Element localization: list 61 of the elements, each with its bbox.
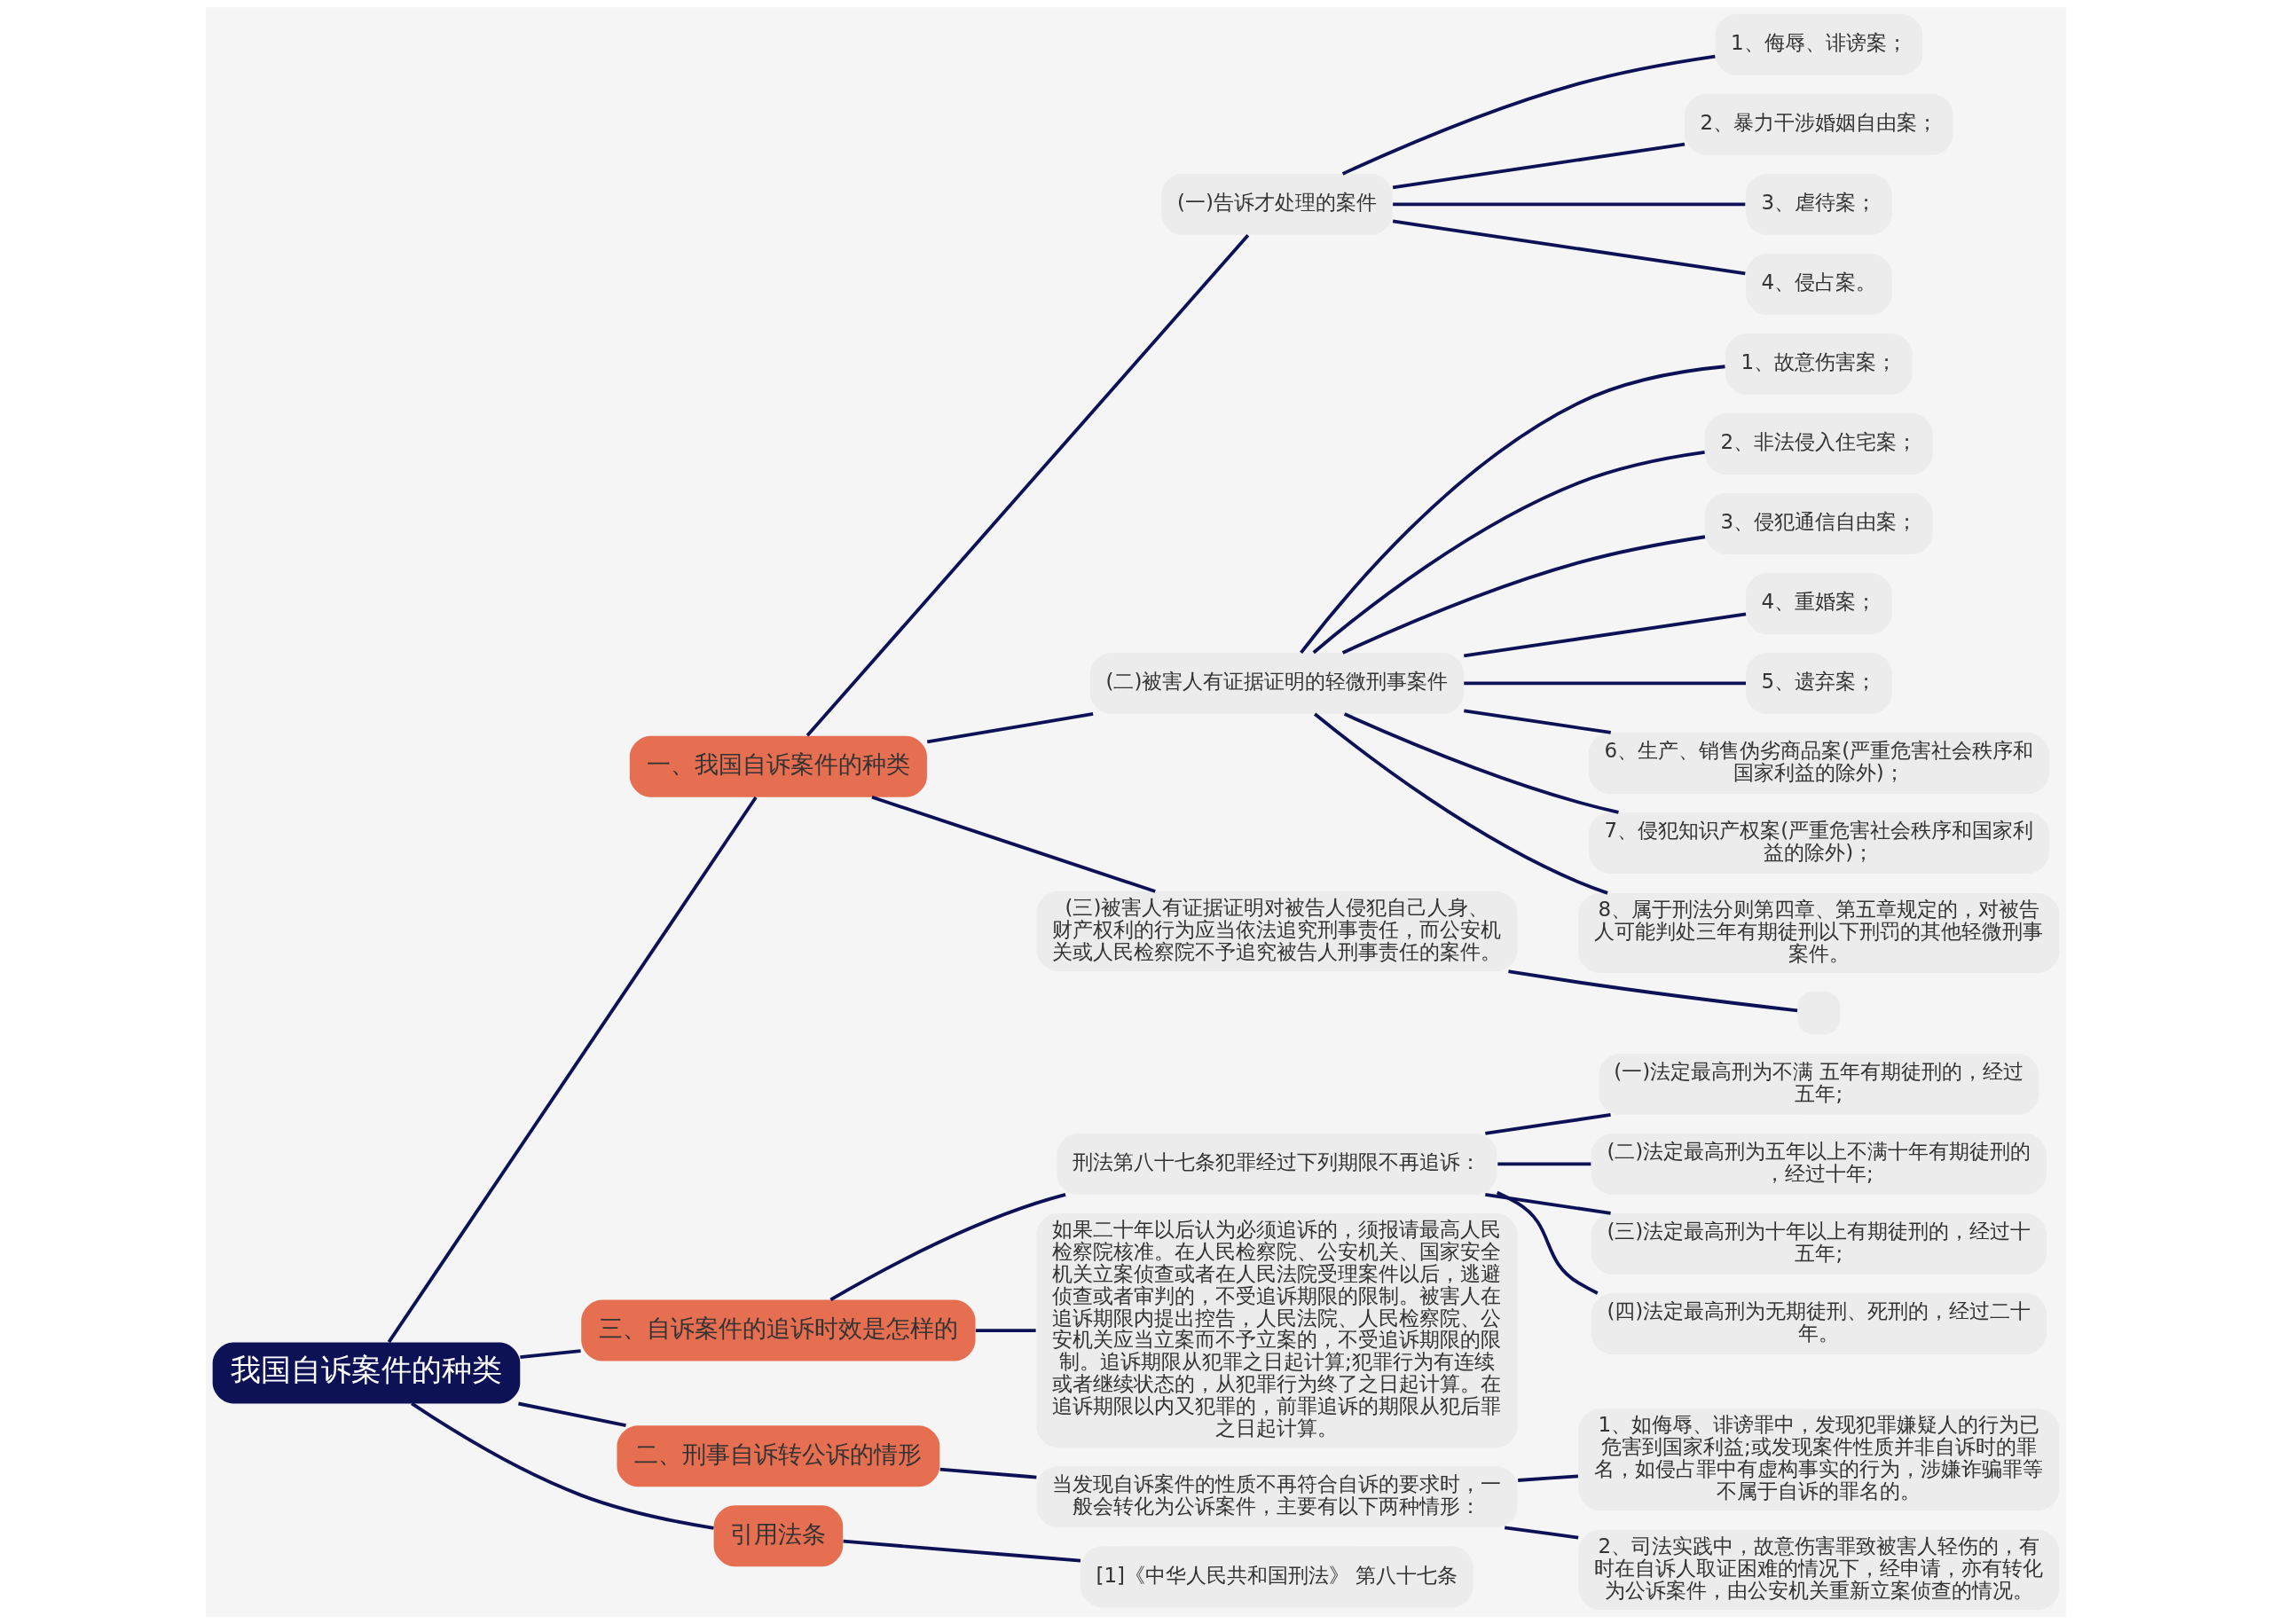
connector	[1341, 54, 1716, 176]
node-box: 4、重婚案；	[1745, 572, 1892, 634]
connector	[1496, 1190, 1599, 1295]
node-box: 2、非法侵入住宅案；	[1704, 412, 1933, 475]
node-box: 7、侵犯知识产权案(严重危害社会秩序和国家利益的除外)；	[1588, 812, 2049, 874]
connector	[842, 1539, 1080, 1563]
connector	[410, 1401, 714, 1530]
node-box: 2、暴力干涉婚姻自由案；	[1684, 93, 1953, 155]
connector	[1392, 142, 1685, 190]
connector	[1341, 535, 1705, 655]
connector	[926, 712, 1093, 744]
connector	[870, 795, 1156, 893]
node-box: 4、侵占案。	[1745, 253, 1892, 315]
connector	[1484, 1113, 1611, 1135]
node-box: (二)被害人有证据证明的轻微刑事案件	[1089, 652, 1464, 714]
node-box: (一)法定最高刑为不满 五年有期徒刑的，经过五年;	[1598, 1053, 2039, 1115]
node-box: 1、如侮辱、诽谤罪中，发现犯罪嫌疑人的行为已危害到国家利益;或发现案件性质并非自诉时的罪名，如侵占罪中有虚构事实的行为，涉嫌诈骗罪等不属于自诉的罪名的。	[1577, 1408, 2059, 1511]
connector	[519, 1349, 581, 1360]
connector	[939, 1467, 1037, 1479]
node-box: 当发现自诉案件的性质不再符合自诉的要求时，一般会转化为公诉案件，主要有以下两种情形：	[1035, 1466, 1517, 1528]
connector	[1504, 1526, 1578, 1540]
connector	[387, 796, 758, 1344]
connector	[1343, 712, 1619, 814]
node-box: 三、自诉案件的追诉时效是怎样的	[580, 1299, 976, 1361]
connector	[829, 1193, 1066, 1301]
connector	[1463, 681, 1746, 686]
node-box: 2、司法实践中，故意伤害罪致被害人轻伤的，有时在自诉人取证困难的情况下，经申请，亦有转化为公诉案件，由公安机关重新立案侦查的情况。	[1577, 1530, 2059, 1611]
node-box: 1、侮辱、诽谤案；	[1715, 13, 1922, 75]
connector	[975, 1329, 1036, 1332]
connector	[1392, 202, 1745, 207]
node-box	[1796, 992, 1840, 1034]
connector	[1299, 365, 1725, 655]
node-box: 我国自诉案件的种类	[212, 1342, 520, 1404]
node-box: (一)告诉才处理的案件	[1160, 173, 1393, 235]
node-box: 6、生产、销售伪劣商品案(严重危害社会秩序和国家利益的除外)；	[1588, 732, 2049, 794]
node-box: 3、侵犯通信自由案；	[1704, 492, 1933, 554]
connector	[1392, 219, 1746, 276]
connector	[1313, 712, 1608, 895]
node-box: 1、故意伤害案；	[1725, 333, 1913, 395]
node-box: 二、刑事自诉转公诉的情形	[616, 1425, 939, 1487]
node-box: (三)被害人有证据证明对被告人侵犯自己人身、财产权利的行为应当依法追究刑事责任，而公安机关或人民检察院不予追究被告人刑事责任的案件。	[1035, 891, 1517, 972]
node-box: 一、我国自诉案件的种类	[629, 735, 927, 797]
node-box: (四)法定最高刑为无期徒刑、死刑的，经过二十年。	[1591, 1292, 2047, 1354]
connector	[1484, 1193, 1611, 1215]
connector	[1517, 1474, 1578, 1482]
node-box: 8、属于刑法分则第四章、第五章规定的，对被告人可能判处三年有期徒刑以下刑罚的其他轻微刑事案件。	[1577, 892, 2059, 973]
connector	[1463, 709, 1611, 734]
node-box: 5、遗弃案；	[1745, 652, 1892, 714]
connector	[1507, 969, 1797, 1013]
connector	[1312, 451, 1705, 655]
node-box: 3、虐待案；	[1745, 173, 1892, 235]
node-box: 如果二十年以后认为必须追诉的，须报请最高人民检察院核准。在人民检察院、公安机关、国家安全机关立案侦查或者在人民法院受理案件以后，逃避侦查或者审判的，不受追诉期限的限制。被害人在追诉期限内提出控告，人民法院、人民检察院、公安机关应当立案而不予立案的，不受追诉期限的限制。追诉期限从犯罪之日起计算;犯罪行为有连续或者继续状态的，从犯罪行为终了之日起计算。在追诉期限以内又犯罪的，前罪追诉的期限从犯后罪之日起计算。	[1035, 1212, 1517, 1448]
node-box: [1]《中华人民共和国刑法》 第八十七条	[1080, 1546, 1473, 1608]
node-box: 刑法第八十七条犯罪经过下列期限不再追诉：	[1056, 1133, 1497, 1195]
node-box: 引用法条	[713, 1505, 843, 1567]
connector	[1497, 1162, 1591, 1166]
connector	[517, 1401, 626, 1428]
node-box: (三)法定最高刑为十年以上有期徒刑的，经过十五年;	[1591, 1212, 2047, 1275]
connector	[1463, 612, 1746, 658]
node-box: (二)法定最高刑为五年以上不满十年有期徒刑的，经过十年;	[1591, 1133, 2047, 1195]
connector	[805, 234, 1249, 737]
